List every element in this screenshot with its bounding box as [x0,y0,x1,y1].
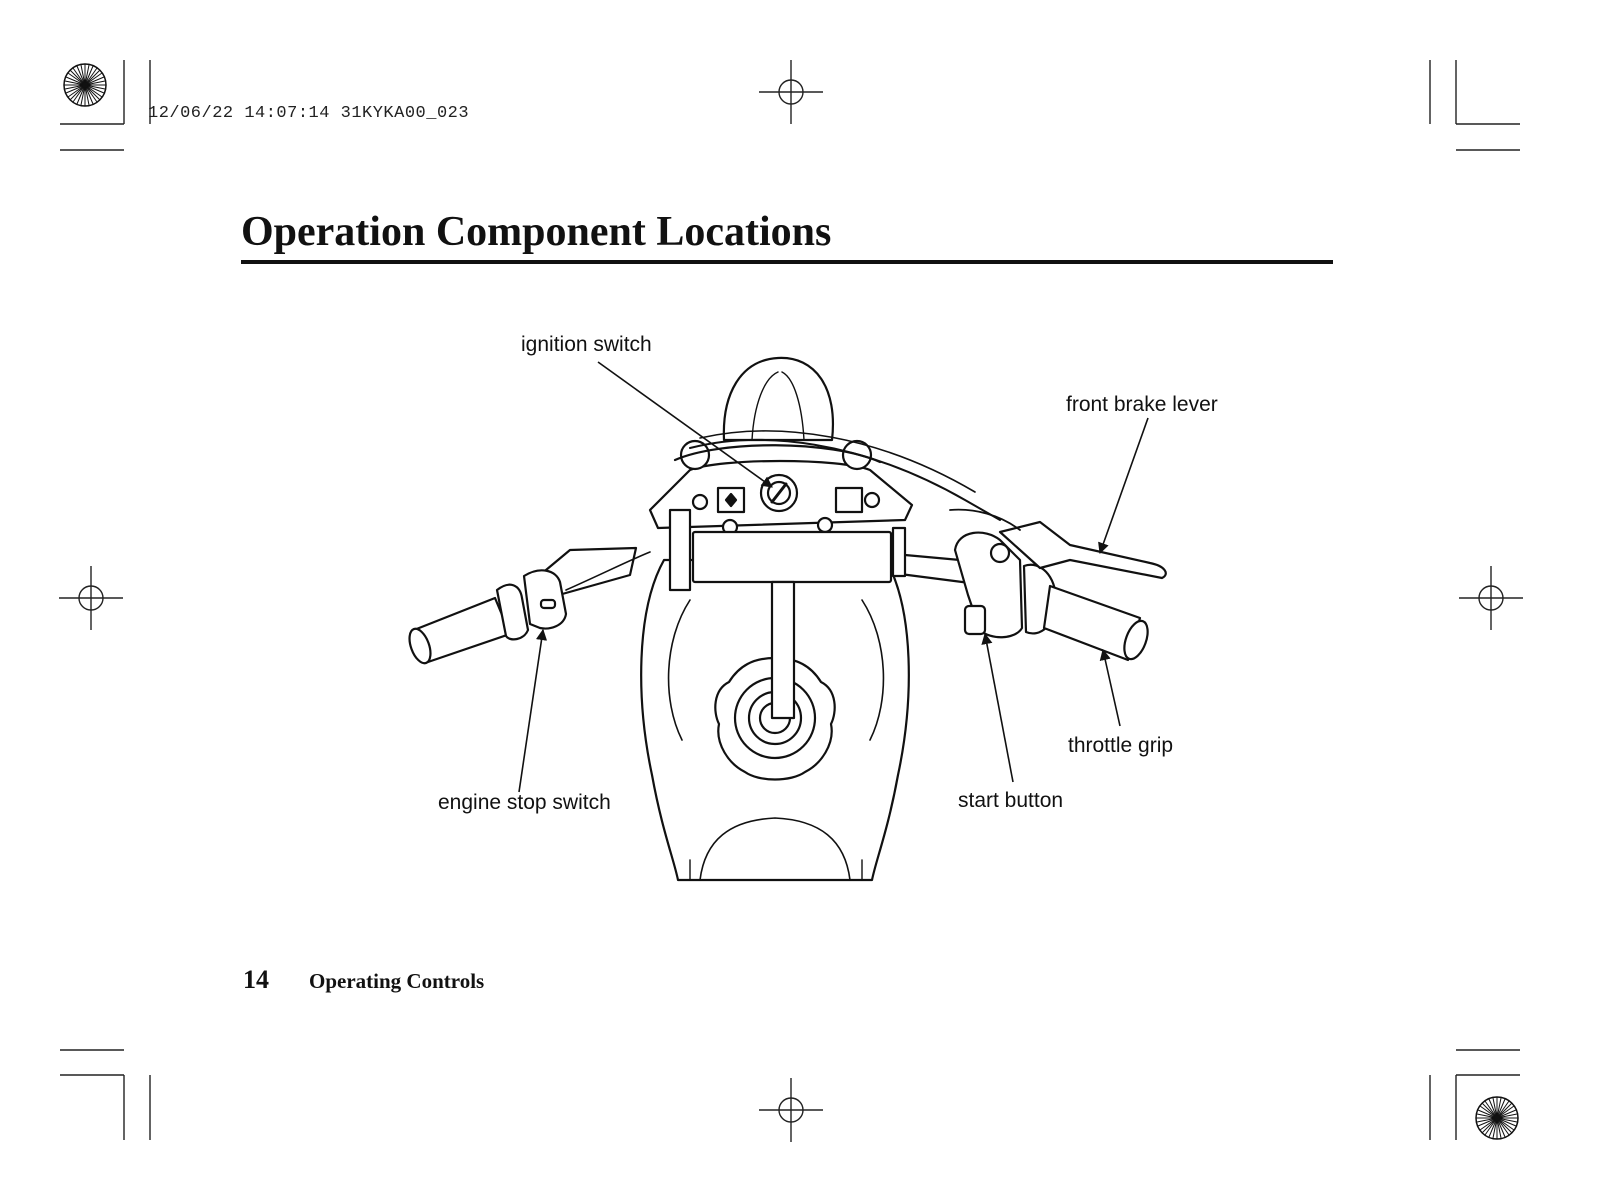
page-number: 14 [243,965,269,994]
crop-marks-top-left [60,60,151,151]
throttle-grip [1022,563,1149,662]
registration-crosshair-icon [1459,566,1523,630]
callout-ignition-switch: ignition switch [521,333,652,356]
crop-marks-bottom-left [60,1049,151,1140]
engine-stop-switch [522,569,568,630]
registration-starburst-icon [63,63,107,107]
page-title: Operation Component Locations [241,209,832,255]
footer-section-name: Operating Controls [309,969,485,993]
leader-start-button [981,632,1014,783]
callout-engine-stop-switch: engine stop switch [438,791,611,814]
leader-front-brake-lever [1098,417,1149,555]
leader-throttle-grip [1099,648,1121,727]
left-grip [408,583,530,665]
callout-start-button: start button [958,789,1064,812]
leader-lines [518,361,1149,793]
registration-crosshair-icon [759,60,823,124]
registration-crosshair-icon [59,566,123,630]
title-underline [241,260,1333,264]
callout-front-brake-lever: front brake lever [1066,393,1218,416]
handlebar-illustration [408,356,1167,882]
crop-marks-bottom-right [1429,1049,1520,1140]
front-brake-lever [949,508,1167,580]
front-fender [722,356,835,442]
print-timestamp: 12/06/22 14:07:14 31KYKA00_023 [148,104,470,123]
right-switch-housing [953,531,1024,639]
registration-starburst-icon [1475,1096,1519,1140]
callout-throttle-grip: throttle grip [1068,734,1174,757]
ignition-switch [759,473,799,513]
registration-crosshair-icon [759,1078,823,1142]
leader-ignition-switch [597,361,773,488]
crop-marks-top-right [1429,60,1520,151]
handlebar-crossbar-pad [668,508,907,592]
leader-engine-stop-switch [518,628,548,793]
